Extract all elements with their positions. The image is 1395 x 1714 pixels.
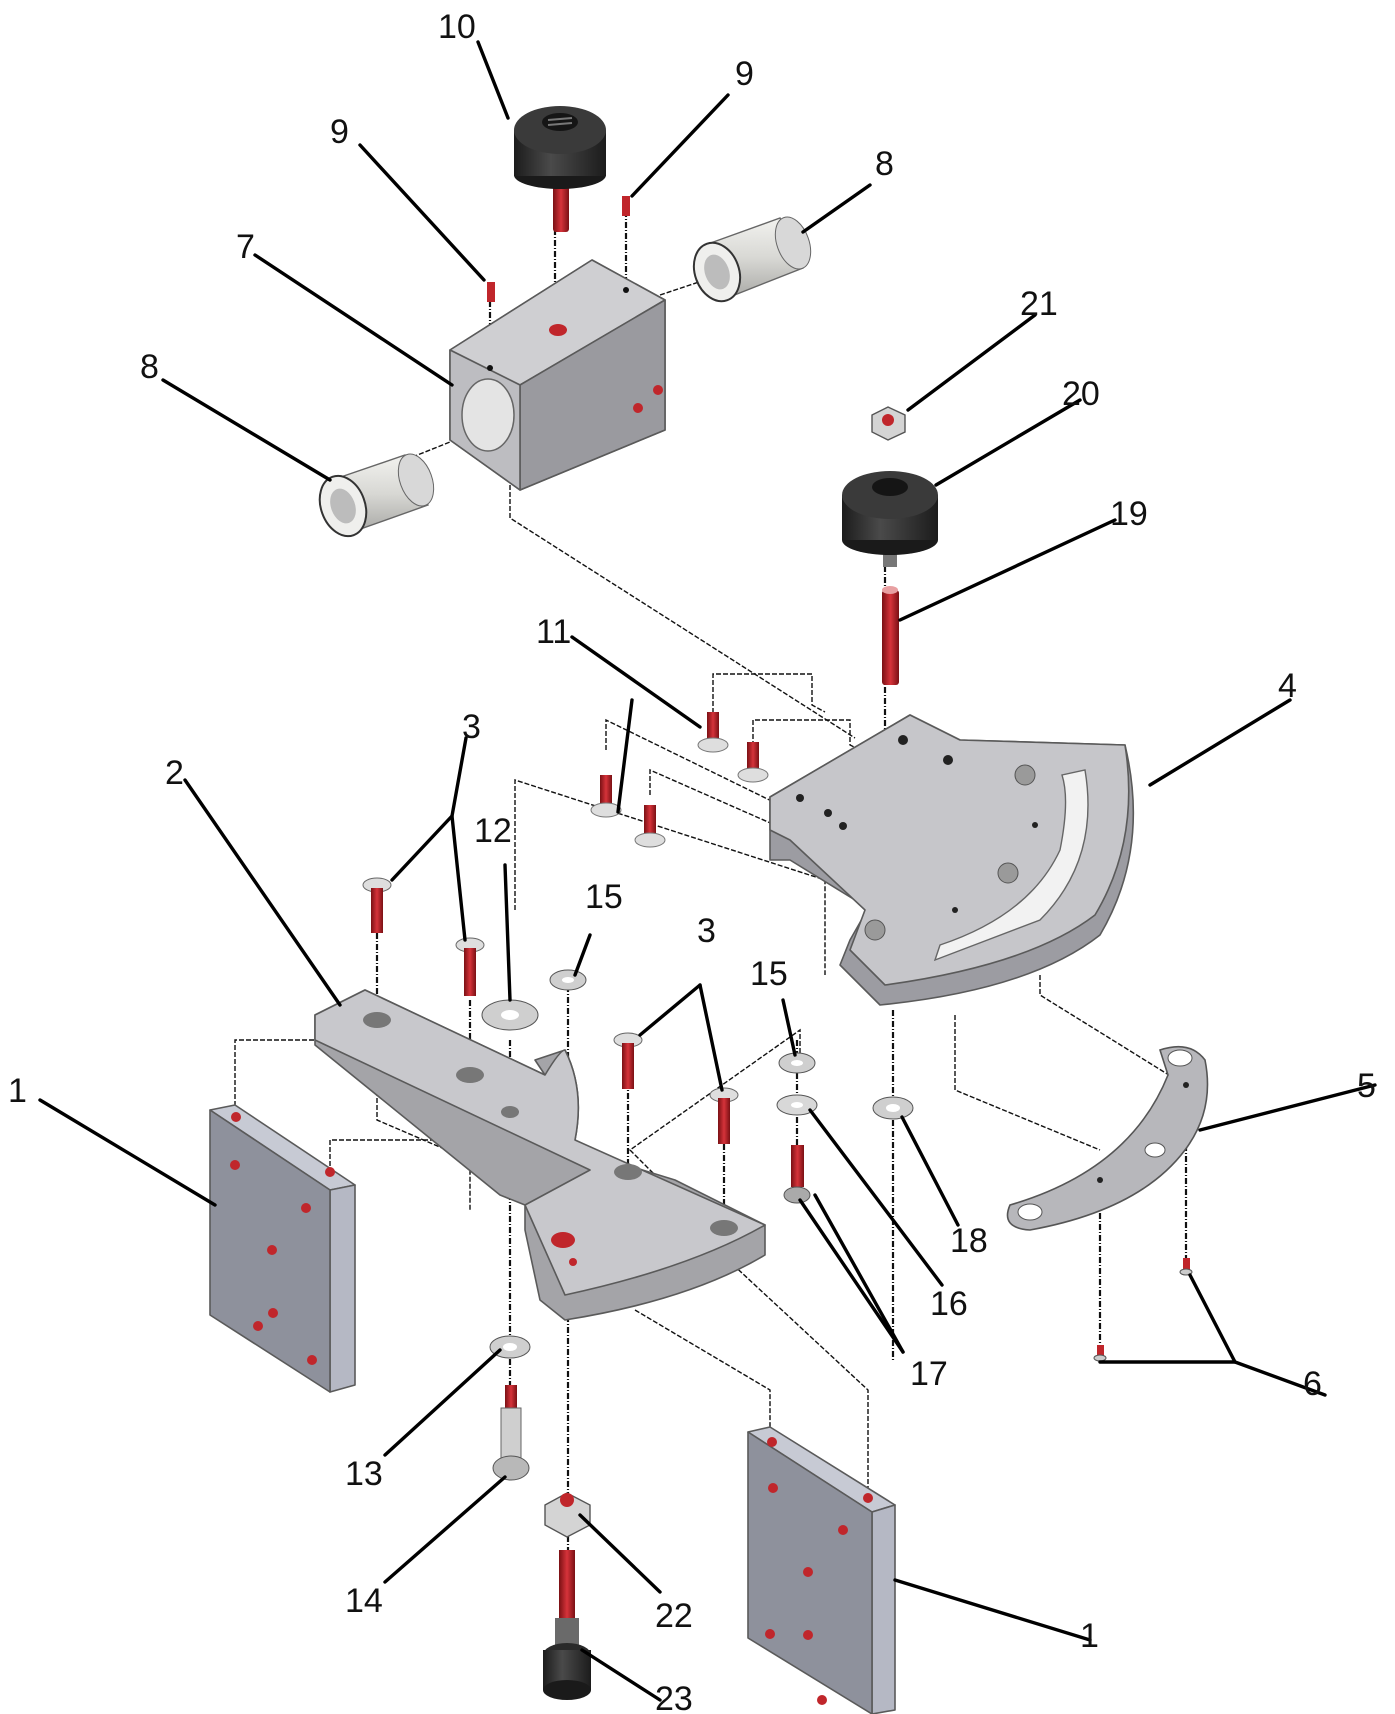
part-5-arc-bracket bbox=[1006, 1045, 1209, 1231]
callout-17: 17 bbox=[910, 1355, 948, 1393]
callout-7: 7 bbox=[236, 228, 255, 266]
leader-lines bbox=[38, 40, 1377, 1702]
callout-10: 10 bbox=[438, 8, 476, 46]
callout-9-right: 9 bbox=[735, 55, 754, 93]
callout-1-left: 1 bbox=[8, 1072, 27, 1110]
callout-11: 11 bbox=[536, 613, 571, 651]
callout-15-right: 15 bbox=[750, 955, 788, 993]
part-14-shoulder-screw bbox=[492, 1385, 530, 1481]
part-4-upper-plate bbox=[769, 714, 1135, 1006]
part-17-screw bbox=[783, 1145, 811, 1204]
part-10-knob bbox=[514, 106, 606, 232]
part-3-screws bbox=[362, 877, 739, 1144]
callout-3-left: 3 bbox=[462, 708, 481, 746]
callout-6: 6 bbox=[1303, 1365, 1322, 1403]
part-21-nut bbox=[871, 406, 906, 441]
callout-21: 21 bbox=[1020, 285, 1058, 323]
callout-15-left: 15 bbox=[585, 878, 623, 916]
callout-14: 14 bbox=[345, 1582, 383, 1620]
part-16-washer bbox=[776, 1094, 818, 1116]
callout-3-right: 3 bbox=[697, 912, 716, 950]
callout-2: 2 bbox=[165, 754, 184, 792]
part-8-bushing-left bbox=[318, 453, 435, 538]
callout-8-left: 8 bbox=[140, 348, 159, 386]
callout-22: 22 bbox=[655, 1597, 693, 1635]
callout-5: 5 bbox=[1357, 1067, 1376, 1105]
part-12-washer bbox=[481, 999, 539, 1031]
callout-19: 19 bbox=[1110, 495, 1148, 533]
part-13-washer bbox=[489, 1335, 531, 1359]
part-23-knob-bolt bbox=[543, 1550, 591, 1700]
callout-16: 16 bbox=[930, 1285, 968, 1323]
part-7-block bbox=[449, 259, 666, 491]
part-9-set-screws bbox=[487, 196, 630, 302]
callout-12: 12 bbox=[474, 812, 512, 850]
callout-9-left: 9 bbox=[330, 113, 349, 151]
callout-20: 20 bbox=[1062, 375, 1100, 413]
callout-labels: 10 9 9 8 7 8 21 20 19 11 4 3 2 12 15 3 1… bbox=[8, 8, 1376, 1714]
callout-4: 4 bbox=[1278, 667, 1297, 705]
callout-13: 13 bbox=[345, 1455, 383, 1493]
part-1-block-left bbox=[209, 1104, 356, 1393]
part-20-knob bbox=[842, 471, 938, 567]
part-22-nut bbox=[544, 1492, 591, 1538]
callout-18: 18 bbox=[950, 1222, 988, 1260]
part-11-screws bbox=[590, 712, 769, 848]
callout-1-right: 1 bbox=[1080, 1617, 1099, 1655]
part-18-washer bbox=[872, 1096, 914, 1120]
part-8-bushing-right bbox=[692, 216, 812, 303]
part-6-screws bbox=[1093, 1258, 1193, 1362]
part-1-block-right bbox=[747, 1426, 896, 1714]
part-2-lower-plate bbox=[314, 989, 766, 1321]
part-15-washers bbox=[549, 969, 816, 1074]
callout-8-right: 8 bbox=[875, 145, 894, 183]
part-19-threaded-rod bbox=[882, 586, 899, 685]
callout-23: 23 bbox=[655, 1680, 693, 1714]
